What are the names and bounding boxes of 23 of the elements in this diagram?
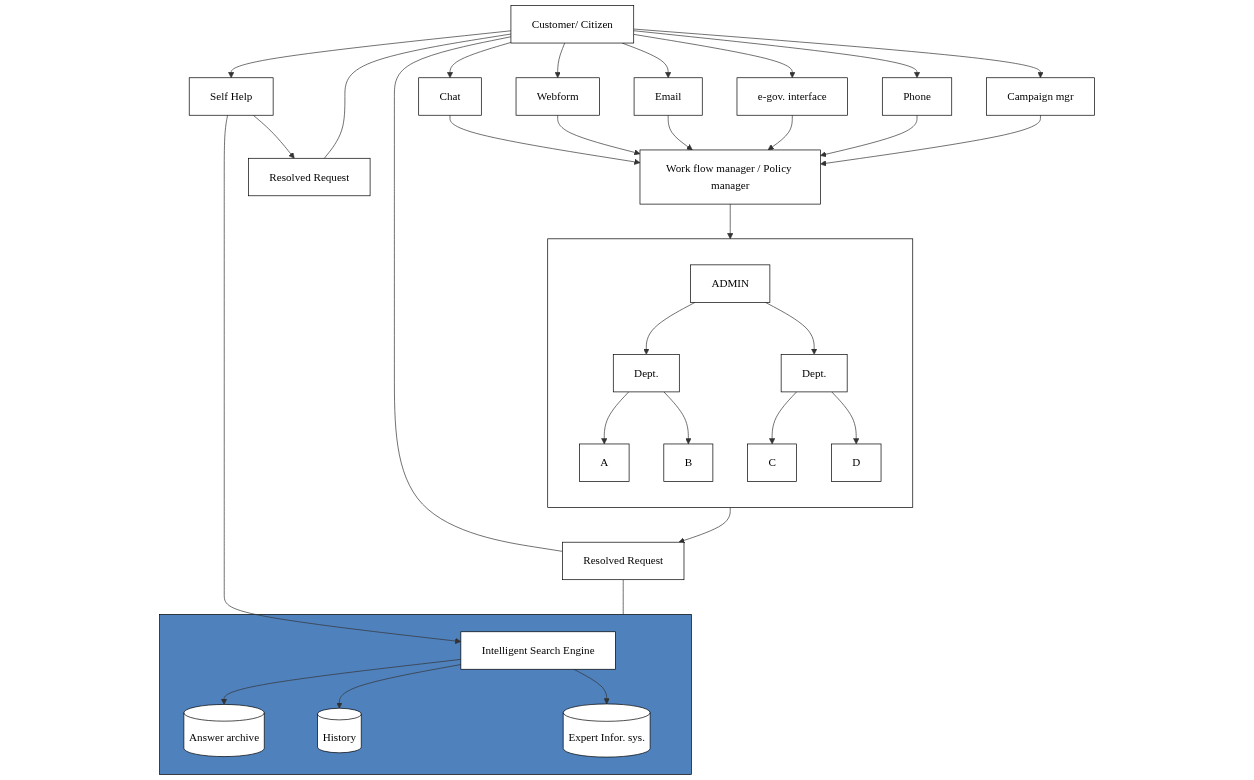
node-box: C [747,443,797,482]
node-box: Work flow manager / Policy manager [639,149,821,205]
node-box: Dept. [612,354,680,393]
node-box: Resolved Request [562,541,685,581]
node-box: Resolved Request [248,157,371,197]
cluster [159,614,692,775]
node-box: Email [633,77,703,116]
node-box: A [579,443,630,482]
node-box: Dept. [780,354,848,393]
connector [622,579,624,615]
node-box: Phone [881,77,953,116]
node-box: Webform [515,77,600,116]
node-box: D [831,443,882,482]
node-box: Intelligent Search Engine [460,631,616,670]
node-box: Self Help [188,77,274,116]
connector [394,36,563,552]
node-box: B [663,443,714,482]
node-box: ADMIN [690,264,771,303]
node-box: e-gov. interface [736,77,848,116]
node-box: Customer/ Citizen [510,5,635,44]
cluster [547,238,914,508]
node-box: Chat [418,77,482,116]
node-box: Campaign mgr [986,77,1095,116]
